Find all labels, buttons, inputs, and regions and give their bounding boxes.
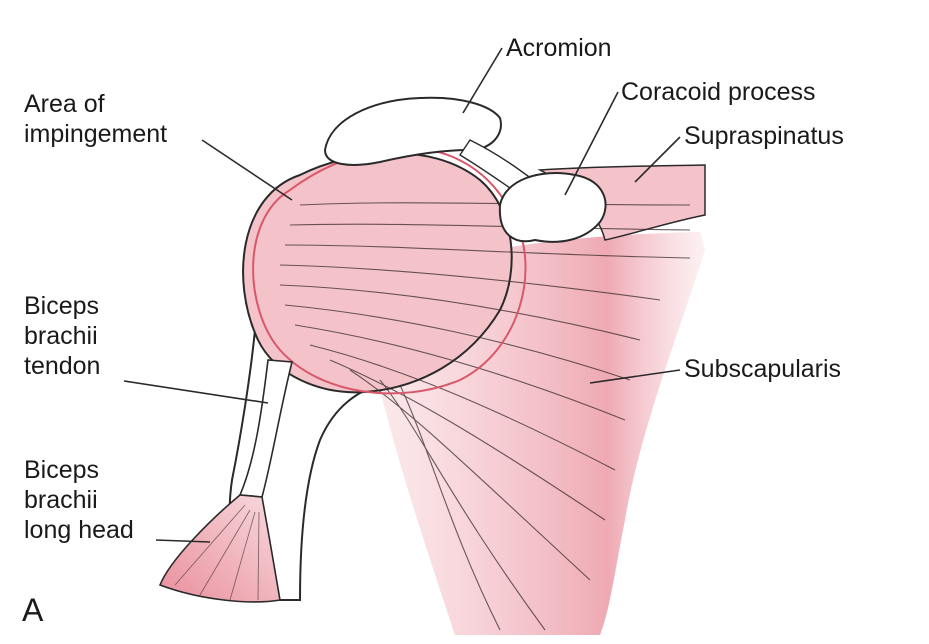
humeral-head bbox=[242, 152, 513, 394]
long-head-fibers bbox=[174, 504, 260, 601]
acromion-bone bbox=[323, 96, 502, 166]
label-coracoid-text: Coracoid process bbox=[621, 78, 816, 106]
muscle-fibers bbox=[279, 202, 691, 631]
label-acromion: Acromion bbox=[506, 33, 612, 63]
label-supraspinatus: Supraspinatus bbox=[684, 121, 844, 151]
coracoid-process-bone bbox=[498, 172, 607, 243]
leader-acromion bbox=[462, 47, 503, 114]
label-long-head-line-2: brachii bbox=[24, 486, 98, 514]
leader-subscapularis bbox=[589, 369, 681, 384]
label-impingement-line-1: Area of bbox=[24, 90, 105, 118]
label-biceps-tendon-line-3: tendon bbox=[24, 352, 101, 380]
label-biceps-brachii-tendon: Biceps brachii tendon bbox=[24, 291, 100, 381]
label-subscapularis-text: Subscapularis bbox=[684, 355, 842, 383]
biceps-long-head-muscle bbox=[158, 494, 281, 603]
label-impingement-line-2: impingement bbox=[24, 120, 168, 148]
label-area-of-impingement: Area of impingement bbox=[24, 89, 167, 149]
leader-lines bbox=[123, 47, 681, 543]
leader-biceps-long-head bbox=[155, 539, 211, 543]
label-subscapularis: Subscapularis bbox=[684, 354, 841, 384]
leader-impingement bbox=[201, 139, 293, 201]
label-biceps-tendon-line-2: brachii bbox=[24, 322, 98, 350]
label-acromion-text: Acromion bbox=[506, 34, 612, 62]
leader-coracoid bbox=[564, 91, 619, 196]
label-biceps-tendon-line-1: Biceps bbox=[24, 292, 100, 320]
leader-supraspinatus bbox=[634, 136, 681, 183]
label-biceps-brachii-long-head: Biceps brachii long head bbox=[24, 455, 134, 545]
label-coracoid-process: Coracoid process bbox=[621, 77, 816, 107]
label-long-head-line-1: Biceps bbox=[24, 456, 100, 484]
label-long-head-line-3: long head bbox=[24, 516, 134, 544]
leader-biceps-tendon bbox=[123, 380, 269, 404]
label-supraspinatus-text: Supraspinatus bbox=[684, 122, 844, 150]
panel-letter: A bbox=[22, 592, 43, 628]
panel-letter-text: A bbox=[22, 592, 44, 628]
